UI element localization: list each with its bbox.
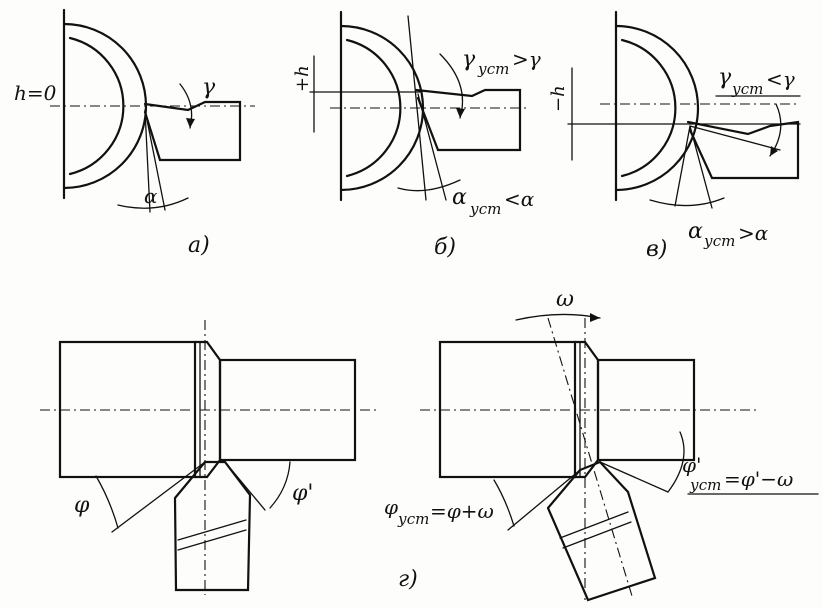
- panel-g-left-phi-arc: [95, 475, 119, 529]
- panel-v-outer-arc: [614, 24, 700, 192]
- panel-b-inner-arc: [345, 38, 402, 178]
- panel-a-alpha-arc: [117, 197, 189, 209]
- panel-a-caption: а): [188, 233, 210, 258]
- panel-b-gamma-tail: >γ: [512, 47, 541, 71]
- panel-g-right-phi-prime-line: [599, 461, 669, 493]
- panel-b: +h γ уст >γ α уст <α б): [292, 10, 541, 260]
- panel-g-left-phi-prime-arc: [269, 461, 291, 509]
- panel-v-alpha-sub: уст: [703, 232, 735, 250]
- panel-g-right-phi-set-main: φ: [384, 495, 398, 519]
- panel-g-right-tool-hatch-1: [559, 511, 629, 539]
- panel-b-tool: [414, 88, 522, 152]
- panel-v-alpha-main: α: [688, 219, 703, 244]
- panel-g-left: φ φ': [40, 320, 380, 595]
- panel-a-tool: [143, 100, 242, 162]
- panel-v-radius-line: [689, 125, 713, 209]
- panel-v-gamma-tail: <γ: [766, 67, 795, 91]
- panel-g-right-omega-label: ω: [556, 287, 574, 312]
- panel-g-right-phi-prime-set-tail: =φ'−ω: [724, 467, 793, 491]
- panel-a: h=0 γ α а): [14, 8, 255, 258]
- panel-g-left-phi-line: [111, 461, 206, 533]
- panel-g-right-omega-arrow: [590, 313, 600, 322]
- panel-b-alpha-tail: <α: [504, 187, 535, 211]
- panel-v-rake-ref: [689, 125, 781, 151]
- panel-g-left-phi-label: φ: [74, 493, 90, 518]
- panel-g-right: ω φ уст =φ+ω φ' уст =φ'−ω: [384, 287, 819, 602]
- panel-b-gamma-main: γ: [462, 47, 476, 72]
- panel-b-alpha-sub: уст: [469, 200, 501, 218]
- panel-g-right-tool-hatch-2: [562, 521, 632, 549]
- panel-g-right-phi-arc: [493, 479, 515, 527]
- panel-g-right-omega-arc: [515, 313, 601, 321]
- panel-v-alpha-arc: [649, 197, 725, 207]
- panel-v-flank-line: [674, 125, 691, 207]
- panel-g-left-tool: [173, 460, 252, 592]
- panel-g-right-tilted-axis: [547, 317, 633, 597]
- panel-g-caption: г): [398, 567, 418, 592]
- panel-g-right-phi-set-sub: уст: [397, 510, 429, 528]
- panel-g-right-phi-prime-arc: [667, 431, 685, 493]
- panel-a-flank-line: [144, 109, 166, 211]
- panel-v-inner-arc: [620, 38, 677, 178]
- panel-g-right-phi-set-tail: =φ+ω: [430, 499, 494, 523]
- panel-v-gamma-main: γ: [718, 65, 732, 90]
- panel-a-inner-arc: [68, 36, 125, 176]
- panel-b-flank-line: [417, 93, 447, 201]
- panel-g-right-phi-prime-set-main: φ': [682, 453, 702, 477]
- panel-b-radius-line: [407, 15, 427, 201]
- panel-g-left-phi-prime-label: φ': [292, 481, 313, 506]
- panel-v: −h γ уст <γ α уст >α в): [548, 10, 801, 262]
- panel-g-right-phi-prime-set-sub: уст: [689, 476, 721, 494]
- panel-v-alpha-tail: >α: [738, 221, 769, 245]
- panel-a-alpha-label: α: [144, 184, 158, 208]
- panel-b-caption: б): [434, 235, 456, 260]
- panel-b-alpha-arc: [397, 179, 461, 192]
- panel-g-left-phi-prime-line: [224, 461, 266, 511]
- panel-a-h-label: h=0: [14, 81, 57, 105]
- panel-a-gamma-arrow: [186, 118, 195, 128]
- panel-v-tool: [686, 120, 800, 180]
- panel-g-left-tool-hatch-1: [177, 519, 247, 541]
- panel-a-gamma-label: γ: [202, 75, 216, 100]
- panel-b-alpha-main: α: [452, 185, 467, 210]
- panel-v-gamma-arrow: [770, 146, 778, 156]
- panel-b-gamma-arrow: [456, 108, 465, 118]
- panel-b-h-label: +h: [292, 65, 313, 92]
- panel-v-caption: в): [646, 237, 667, 262]
- panel-b-gamma-sub: уст: [477, 60, 509, 78]
- panel-g-right-phi-line: [507, 469, 581, 531]
- panel-g-left-tool-hatch-2: [177, 529, 247, 551]
- panel-v-gamma-sub: уст: [731, 80, 763, 98]
- panel-a-vertical-ref: [144, 109, 151, 213]
- panel-v-h-label: −h: [548, 85, 569, 112]
